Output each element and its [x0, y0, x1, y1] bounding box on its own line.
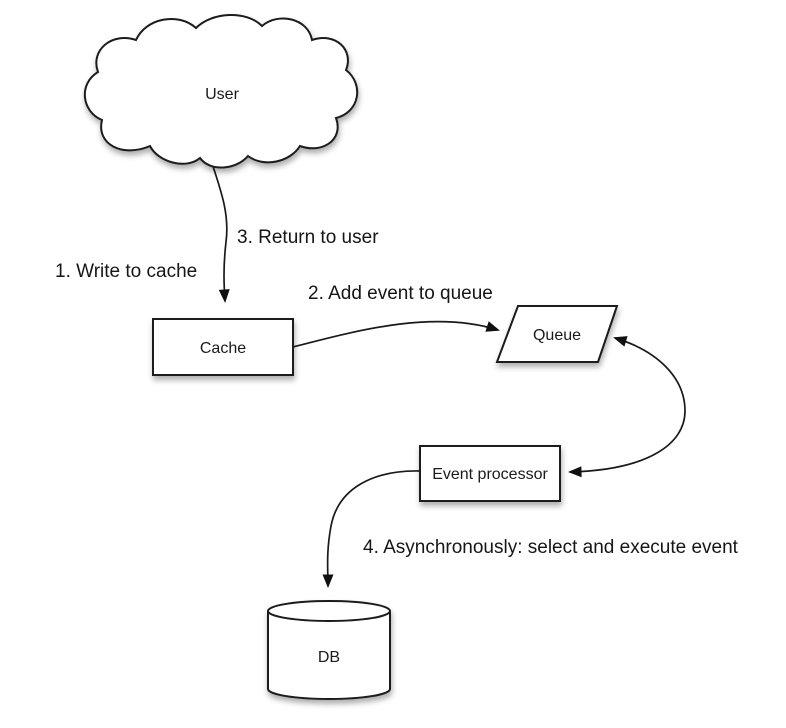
- event-processor-shape: [419, 445, 561, 502]
- edge-label-write-to-cache: 1. Write to cache: [55, 261, 197, 282]
- edge-label-return-to-user: 3. Return to user: [237, 227, 379, 248]
- queue-label: Queue: [533, 327, 581, 344]
- node-cache: Cache: [152, 318, 294, 376]
- node-user: User: [83, 13, 359, 169]
- arrow-cache-to-queue: [292, 320, 500, 348]
- event-processor-label: Event processor: [432, 466, 548, 483]
- user-label: User: [205, 86, 239, 103]
- arrow-queue-event-processor: [568, 336, 686, 478]
- node-queue: Queue: [495, 305, 619, 363]
- cloud-shape: [83, 13, 359, 169]
- cache-label: Cache: [200, 340, 246, 357]
- db-cylinder-top: [267, 600, 391, 622]
- arrow-event-processor-to-db: [322, 470, 421, 588]
- db-cylinder-body: [267, 611, 391, 700]
- edge-label-add-event-to-queue: 2. Add event to queue: [308, 283, 493, 304]
- cache-shape: [152, 318, 294, 376]
- edge-label-async-select-execute: 4. Asynchronously: select and execute ev…: [363, 537, 739, 558]
- node-db: DB: [267, 600, 391, 700]
- arrow-user-to-cache: [210, 159, 230, 303]
- db-label: DB: [318, 649, 340, 666]
- queue-shape: [495, 305, 619, 363]
- node-event-processor: Event processor: [419, 445, 561, 502]
